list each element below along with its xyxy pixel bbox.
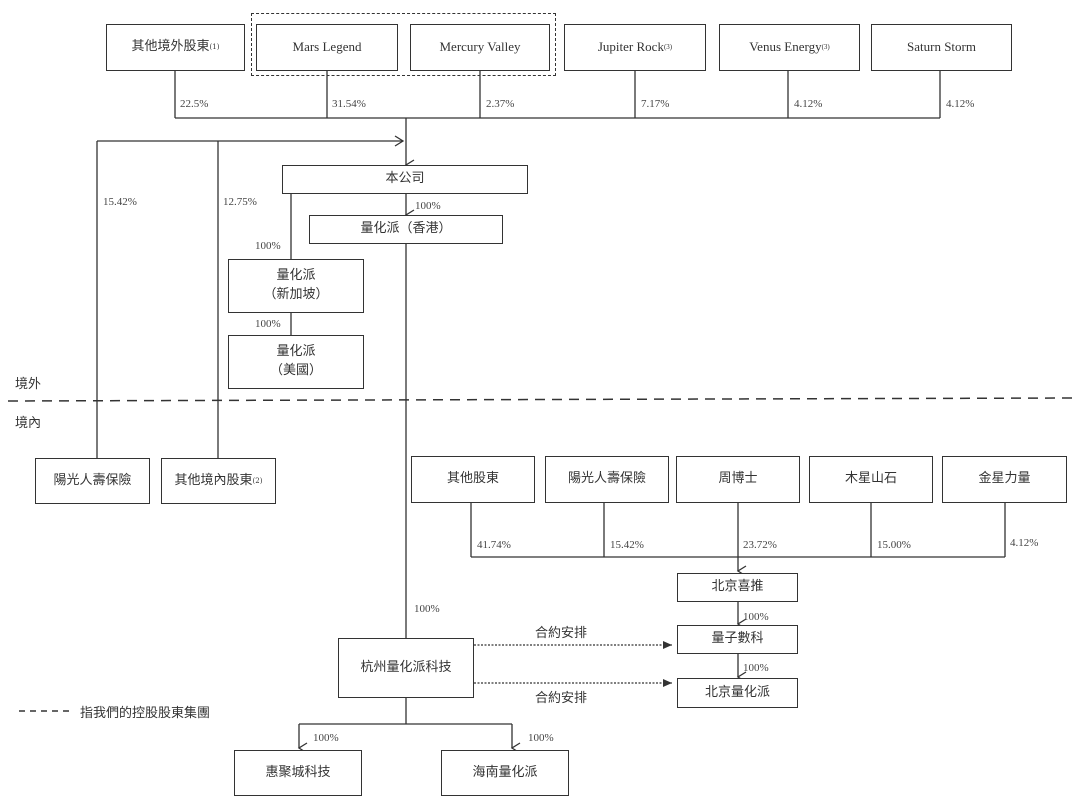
us-subsidiary-name: 量化派 <box>276 344 316 360</box>
shareholder-other-onshore: 其他境內股東(2) <box>161 458 276 504</box>
pct-venus-energy: 4.12% <box>794 98 823 110</box>
shareholder-name: 陽光人壽保險 <box>567 471 646 487</box>
shareholder-name: 陽光人壽保險 <box>53 472 132 488</box>
shareholder-name: Saturn Storm <box>907 39 976 55</box>
sg-subsidiary-region: （新加坡） <box>263 287 329 302</box>
sg-subsidiary-box: 量化派 （新加坡） <box>228 259 364 313</box>
beijing-lhp-box: 北京量化派 <box>677 678 798 708</box>
pct-us-sub: 100% <box>255 318 281 330</box>
us-subsidiary-box: 量化派 （美國） <box>228 335 364 389</box>
bj-shareholder-dr-zhou: 周博士 <box>676 456 800 503</box>
entity-name: 惠聚城科技 <box>265 764 331 780</box>
shareholder-saturn-storm: Saturn Storm <box>871 24 1012 71</box>
pct-hangzhou: 100% <box>414 603 440 615</box>
entity-name: 杭州量化派科技 <box>360 659 452 675</box>
bj-shareholder-venus-energy: 金星力量 <box>942 456 1067 503</box>
pct-other-onshore: 12.75% <box>223 196 257 208</box>
shareholder-mars-legend: Mars Legend <box>256 24 398 71</box>
beijing-xitui-box: 北京喜推 <box>677 573 798 602</box>
pct-bj-venus-energy: 4.12% <box>1010 537 1039 549</box>
bj-shareholder-others: 其他股東 <box>411 456 535 503</box>
pct-other-offshore: 22.5% <box>180 98 209 110</box>
shareholder-name: Mercury Valley <box>439 39 521 55</box>
offshore-label: 境外 <box>15 377 42 392</box>
pct-sunshine-life: 15.42% <box>103 196 137 208</box>
liangzi-shuke-box: 量子數科 <box>677 625 798 654</box>
onshore-label: 境內 <box>15 416 42 431</box>
pct-jupiter-rock: 7.17% <box>641 98 670 110</box>
pct-huijucheng: 100% <box>313 732 339 744</box>
pct-mars-legend: 31.54% <box>332 98 366 110</box>
entity-name: 北京喜推 <box>711 579 764 595</box>
pct-bj-dr-zhou: 23.72% <box>743 539 777 551</box>
hk-subsidiary-name: 量化派（香港） <box>360 221 452 237</box>
us-subsidiary-region: （美國） <box>269 363 322 378</box>
shareholder-sunshine-life: 陽光人壽保險 <box>35 458 150 504</box>
pct-bj-sunshine-life: 15.42% <box>610 539 644 551</box>
shareholder-name: Jupiter Rock <box>597 39 664 55</box>
entity-name: 海南量化派 <box>472 764 538 780</box>
pct-beijing-lhp: 100% <box>743 662 769 674</box>
pct-mercury-valley: 2.37% <box>486 98 515 110</box>
hk-subsidiary-box: 量化派（香港） <box>309 215 503 244</box>
entity-name: 北京量化派 <box>704 684 770 700</box>
shareholder-name: 其他境外股東 <box>131 39 210 55</box>
shareholder-name: 金星力量 <box>978 471 1031 487</box>
shareholder-mercury-valley: Mercury Valley <box>410 24 550 71</box>
hangzhou-box: 杭州量化派科技 <box>338 638 474 698</box>
bj-shareholder-sunshine-life: 陽光人壽保險 <box>545 456 669 503</box>
company-name: 本公司 <box>385 171 425 187</box>
shareholder-name: Venus Energy <box>749 39 822 55</box>
pct-sg-sub: 100% <box>255 240 281 252</box>
hainan-box: 海南量化派 <box>441 750 569 796</box>
pct-hk-sub: 100% <box>415 200 441 212</box>
shareholder-name: 其他股東 <box>446 471 499 487</box>
footnote-marker: (3) <box>663 43 673 52</box>
entity-name: 量子數科 <box>711 631 764 647</box>
pct-saturn-storm: 4.12% <box>946 98 975 110</box>
shareholder-name: 其他境內股東 <box>174 472 253 488</box>
sg-subsidiary-name: 量化派 <box>276 268 316 284</box>
pct-bj-jupiter-rock: 15.00% <box>877 539 911 551</box>
footnote-marker: (3) <box>821 43 830 52</box>
controlling-shareholder-group-outline <box>251 13 556 76</box>
shareholder-other-offshore: 其他境外股東(1) <box>106 24 245 71</box>
pct-liangzi-shuke: 100% <box>743 611 769 623</box>
huijucheng-box: 惠聚城科技 <box>234 750 362 796</box>
pct-hainan: 100% <box>528 732 554 744</box>
bj-shareholder-jupiter-rock: 木星山石 <box>809 456 933 503</box>
contract-arrangement-label-2: 合約安排 <box>535 691 588 706</box>
footnote-marker: (2) <box>252 476 263 485</box>
shareholder-venus-energy: Venus Energy(3) <box>719 24 860 71</box>
legend-controlling-group: 指我們的控股股東集團 <box>80 706 211 721</box>
shareholder-name: 周博士 <box>718 471 758 487</box>
shareholder-jupiter-rock: Jupiter Rock(3) <box>564 24 706 71</box>
company-box: 本公司 <box>282 165 528 194</box>
shareholder-name: Mars Legend <box>292 39 362 55</box>
contract-arrangement-label-1: 合約安排 <box>535 626 588 641</box>
pct-bj-others: 41.74% <box>477 539 511 551</box>
shareholder-name: 木星山石 <box>844 471 897 487</box>
footnote-marker: (1) <box>209 43 220 52</box>
